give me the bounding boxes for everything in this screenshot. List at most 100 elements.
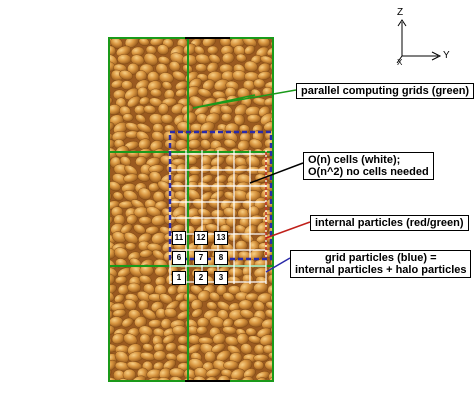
leader-blue	[265, 257, 291, 273]
particle	[109, 258, 116, 271]
particle	[124, 164, 138, 177]
particle	[270, 39, 273, 49]
particle	[272, 54, 273, 66]
particle	[253, 78, 266, 89]
z-axis-arrow	[397, 19, 407, 27]
particle	[114, 275, 128, 285]
particle	[109, 335, 112, 347]
y-axis-arrow	[431, 51, 442, 61]
callout-internal-particles: internal particles (red/green)	[310, 215, 469, 231]
particle	[211, 343, 226, 353]
particle	[233, 113, 245, 126]
particle	[246, 114, 261, 124]
x-axis-label: X	[397, 58, 403, 67]
particle	[192, 375, 207, 381]
particle	[253, 354, 269, 363]
particle	[222, 292, 235, 302]
leader-black	[249, 162, 304, 184]
particle	[117, 54, 132, 65]
particle	[235, 53, 247, 63]
particle	[109, 147, 118, 160]
particle	[200, 139, 211, 150]
particle	[197, 208, 212, 218]
cell-number-label: 13	[214, 231, 228, 245]
callout-parallel-grids-text: parallel computing grids (green)	[301, 85, 470, 97]
y-axis-label: Y	[443, 50, 450, 61]
particle	[221, 52, 235, 64]
particle	[114, 350, 129, 364]
particle	[156, 377, 172, 381]
particle	[233, 318, 249, 328]
z-axis-label: Z	[397, 7, 404, 18]
particle	[169, 376, 184, 381]
particle	[255, 377, 267, 381]
particle	[112, 191, 124, 201]
particle	[263, 97, 273, 107]
cell-number-label: 8	[214, 251, 228, 265]
particle	[248, 138, 263, 150]
particle	[216, 350, 231, 362]
particle	[176, 163, 188, 175]
particle	[139, 333, 151, 345]
callout-cells-line1: O(n) cells (white);	[308, 154, 401, 166]
particle	[161, 81, 173, 91]
particle	[167, 285, 178, 296]
particle	[135, 38, 150, 39]
particle	[197, 290, 211, 302]
particle	[197, 88, 212, 98]
particle	[234, 103, 248, 117]
particle	[244, 45, 256, 55]
particle	[121, 80, 133, 91]
particle	[127, 282, 141, 293]
particle	[155, 308, 167, 320]
particle	[145, 225, 160, 235]
particle	[109, 367, 112, 379]
particle	[109, 324, 116, 336]
particle	[205, 112, 221, 125]
grid-particles-halo-box	[168, 130, 273, 261]
particle	[126, 214, 138, 225]
particle	[138, 187, 152, 200]
callout-parallel-computing-grids: parallel computing grids (green)	[296, 83, 474, 99]
particle	[208, 291, 221, 302]
leader-green-2	[192, 94, 256, 109]
particle	[252, 300, 265, 313]
particle	[133, 224, 146, 235]
particle	[113, 247, 129, 260]
particle	[123, 333, 138, 346]
particle	[240, 376, 255, 381]
particle	[142, 308, 157, 321]
particle	[173, 38, 186, 41]
particle	[95, 155, 109, 167]
particle	[131, 375, 146, 381]
particle	[119, 69, 133, 81]
particle	[125, 242, 137, 251]
cell-number-label: 12	[194, 231, 208, 245]
particle	[270, 258, 273, 270]
particle	[157, 44, 169, 56]
cell-number-label: 11	[172, 231, 186, 245]
particle	[114, 294, 125, 303]
particle	[127, 62, 140, 75]
particle	[155, 63, 169, 75]
particle	[121, 317, 134, 328]
particle	[123, 190, 138, 202]
particle	[200, 163, 212, 174]
particle	[109, 163, 111, 175]
particle	[257, 71, 272, 81]
callout-internal-particles-text: internal particles (red/green)	[315, 217, 464, 229]
particle	[193, 45, 205, 56]
particle	[109, 38, 110, 40]
particle	[143, 105, 157, 114]
particle	[171, 325, 187, 336]
particle	[127, 95, 141, 108]
particle	[146, 206, 162, 218]
particle	[123, 232, 139, 245]
particle	[223, 138, 237, 149]
particle	[196, 325, 208, 335]
particle	[109, 377, 118, 381]
particle	[207, 198, 220, 209]
callout-grid-particles: grid particles (blue) = internal particl…	[290, 250, 472, 278]
particle	[150, 88, 163, 98]
